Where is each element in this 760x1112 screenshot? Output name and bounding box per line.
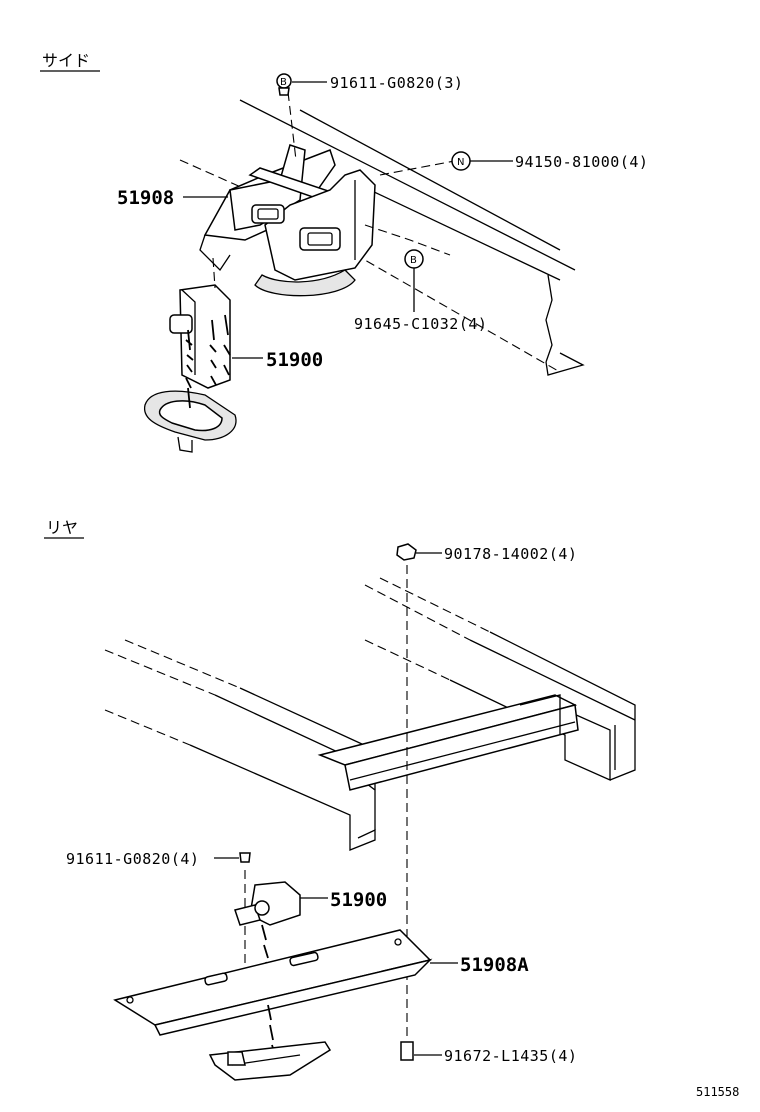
callout-side-51908: 51908 (117, 187, 228, 209)
callout-rear-91611: 91611-G0820(4) (66, 850, 251, 868)
callout-side-94150: N 94150-81000(4) (451, 151, 648, 171)
side-bolt-dash-line (287, 91, 297, 161)
callout-side-51900: 51900 (232, 349, 323, 371)
label-rear-91672: 91672-L1435(4) (444, 1047, 577, 1065)
diagram-id: 511558 (696, 1085, 739, 1099)
side-bracket-51908 (199, 144, 376, 297)
section-rear-label: リヤ (46, 518, 78, 537)
rear-carrier-plate (208, 1041, 332, 1081)
bolt-icon (400, 1041, 414, 1061)
section-rear: リヤ (44, 518, 84, 539)
label-side-91611: 91611-G0820(3) (330, 74, 463, 92)
symbol-b-mid-text: B (410, 255, 417, 266)
label-rear-90178: 90178-14002(4) (444, 545, 577, 563)
symbol-b-top-text: B (280, 77, 287, 88)
symbol-n-text: N (457, 157, 464, 168)
label-rear-91611: 91611-G0820(4) (66, 850, 199, 868)
callout-rear-90178: 90178-14002(4) (396, 543, 577, 563)
bolt-icon (239, 852, 251, 863)
nut-icon (396, 543, 417, 561)
side-bolt-b-dash-line (364, 224, 451, 256)
side-winch-51900 (169, 257, 231, 389)
callout-side-91645: B 91645-C1032(4) (354, 249, 487, 333)
label-side-94150: 94150-81000(4) (515, 153, 648, 171)
label-rear-51908a: 51908A (460, 954, 529, 976)
callout-rear-91672: 91672-L1435(4) (400, 1041, 577, 1065)
label-side-51908: 51908 (117, 187, 174, 209)
side-nut-dash-line (379, 159, 461, 176)
label-rear-51900: 51900 (330, 889, 387, 911)
section-side-label: サイド (42, 51, 90, 70)
section-side: サイド (40, 51, 100, 72)
label-side-91645: 91645-C1032(4) (354, 315, 487, 333)
label-side-51900: 51900 (266, 349, 323, 371)
rear-frame (104, 577, 636, 851)
callout-side-91611: B 91611-G0820(3) (276, 73, 463, 96)
bolt-icon (278, 87, 290, 96)
side-frame-rail (179, 99, 585, 376)
callout-rear-51908a: 51908A (430, 954, 529, 976)
callout-rear-51900: 51900 (300, 889, 387, 911)
side-carrier-plate (143, 387, 237, 453)
rear-plate-51908a (113, 929, 433, 1056)
